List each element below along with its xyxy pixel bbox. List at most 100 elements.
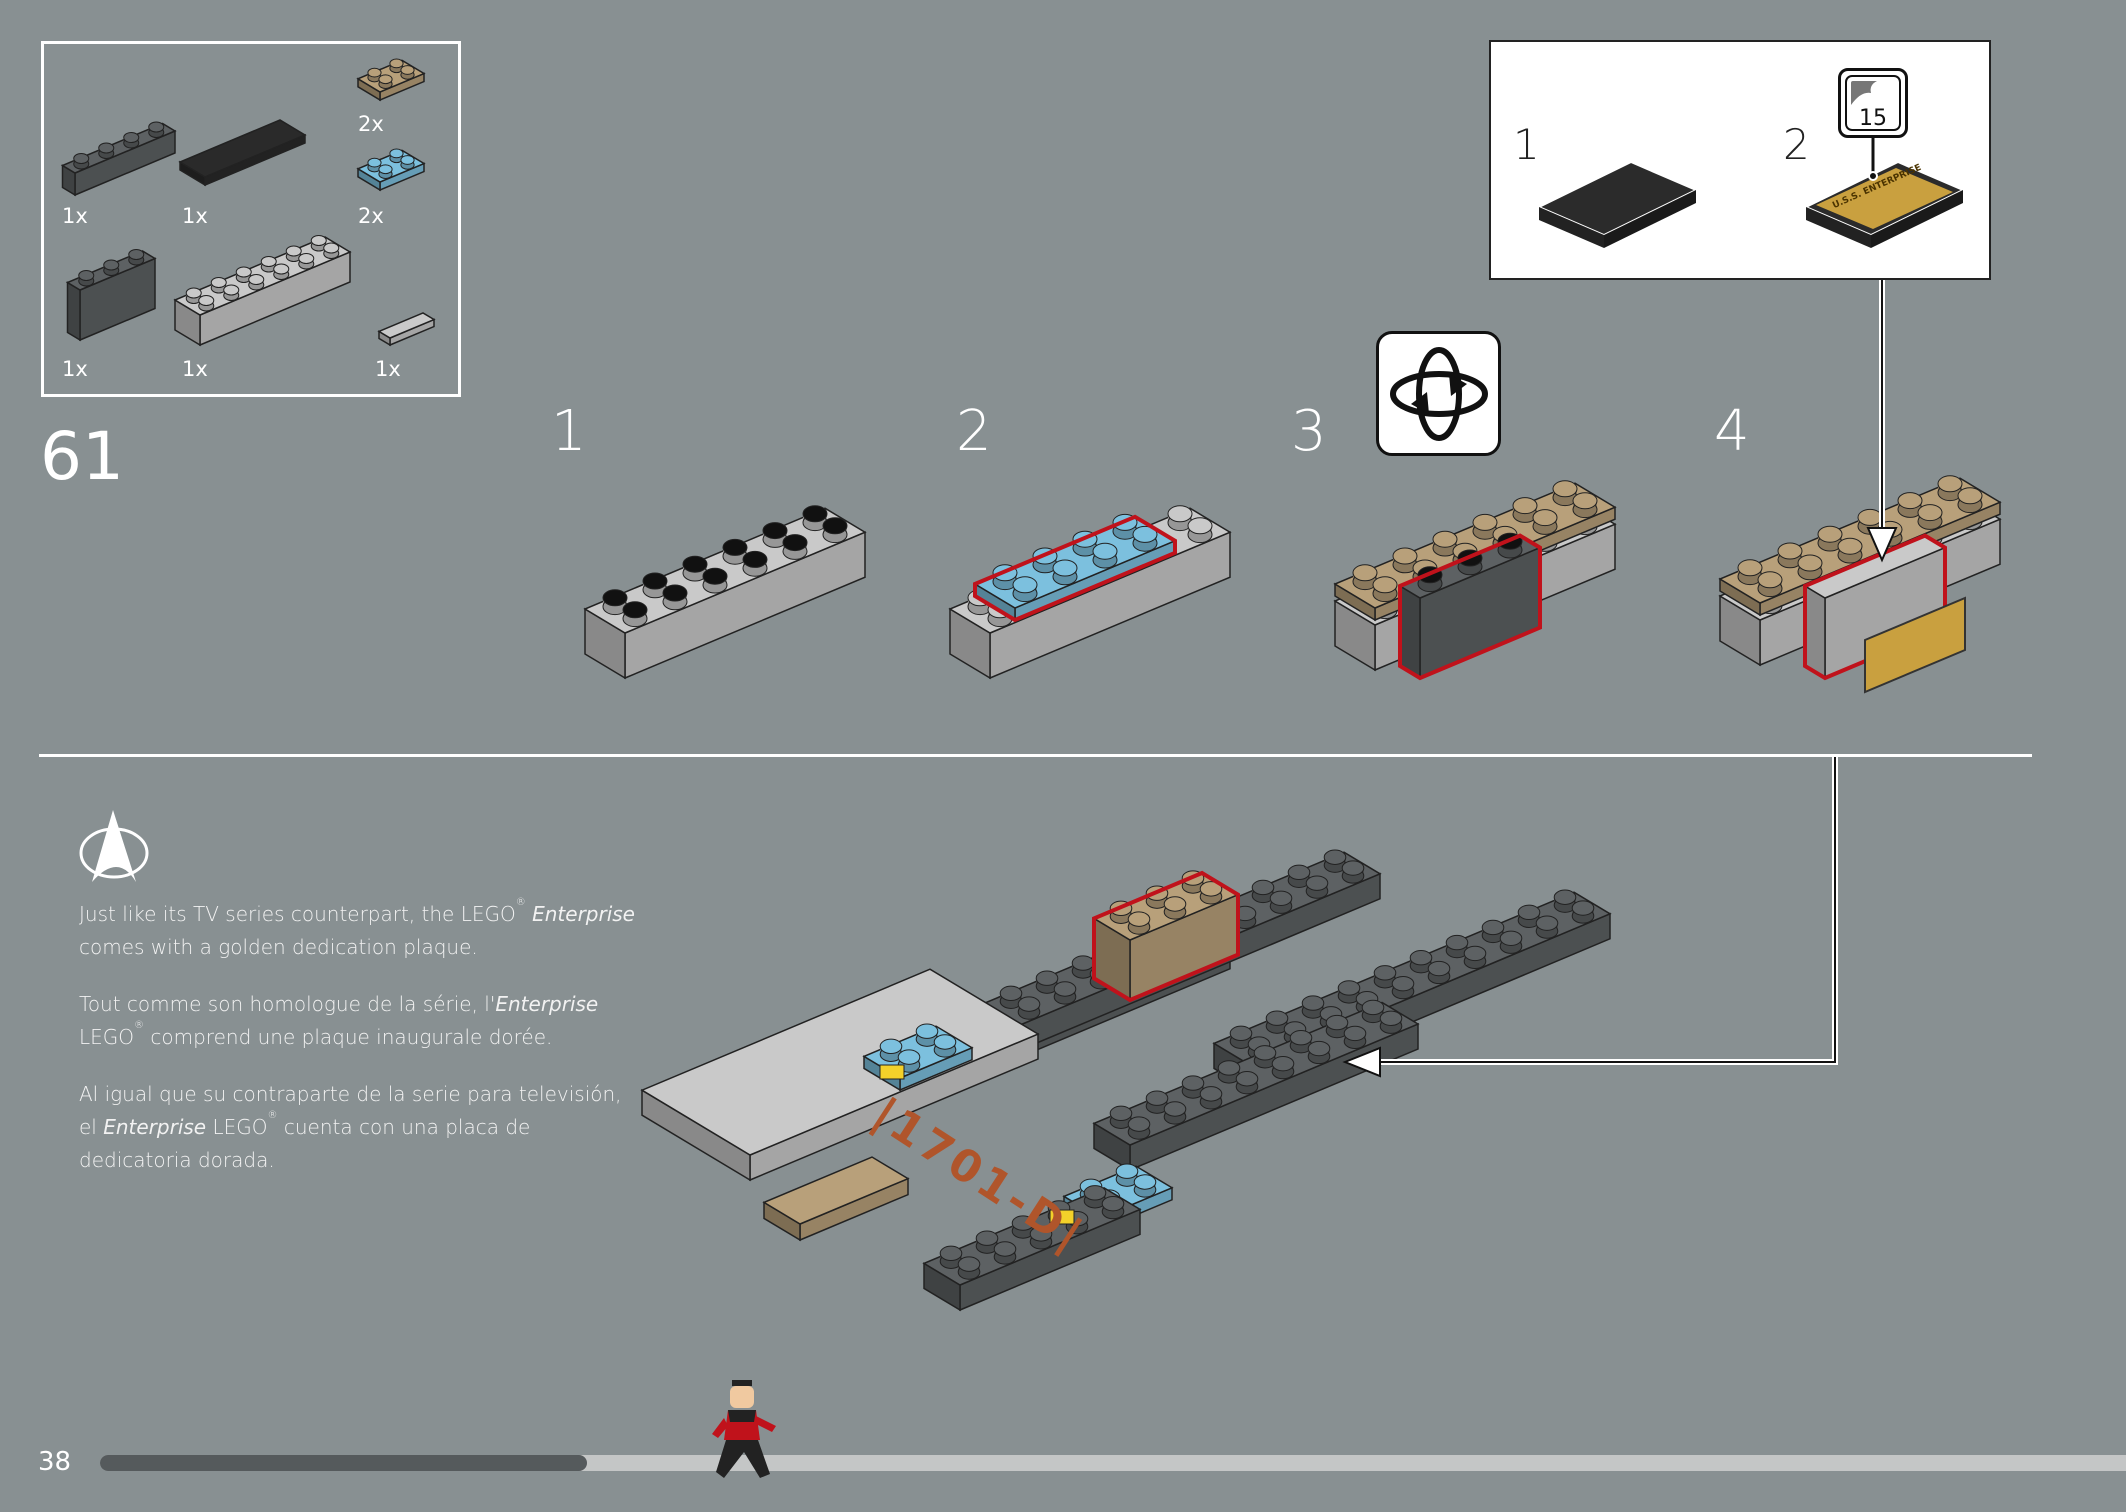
stud [602, 589, 628, 607]
callout-step-number: 1 [1513, 120, 1540, 169]
brick-face [60, 122, 177, 174]
substep-number: 1 [551, 399, 587, 464]
stud [1379, 1010, 1403, 1026]
part-tan-corner-plate [356, 58, 426, 102]
stud [1163, 1101, 1187, 1117]
stud [73, 153, 90, 164]
stud [1572, 492, 1598, 510]
brick-face [377, 312, 436, 339]
stud [248, 274, 265, 285]
substep-number: 3 [1291, 399, 1327, 464]
substep-number: 2 [956, 399, 992, 464]
info-french: Tout comme son homologue de la série, l'… [79, 992, 599, 1049]
stud [1167, 505, 1193, 523]
stud [1127, 911, 1151, 927]
stud [1109, 1105, 1133, 1122]
stud [1325, 1014, 1349, 1031]
stud [223, 284, 240, 296]
stud [1432, 530, 1458, 548]
stud [742, 550, 768, 568]
stud [285, 245, 302, 257]
connection-arrow [1360, 757, 1836, 1063]
model-tan-tile [762, 1156, 910, 1242]
stud [128, 249, 145, 260]
stud [210, 277, 227, 288]
stud [1145, 1090, 1169, 1106]
stud [273, 263, 290, 275]
part-blue-plate [356, 148, 426, 192]
stud [1235, 1071, 1259, 1087]
stud [148, 121, 165, 133]
stud [1035, 970, 1059, 986]
stud [1445, 934, 1469, 951]
stud [1352, 564, 1378, 582]
stud [389, 58, 404, 69]
sticker-sheet-badge: 15 [1838, 68, 1908, 138]
stud [662, 584, 688, 602]
new-part-highlight [973, 514, 1177, 623]
callout-step-number: 2 [1783, 120, 1810, 169]
brick-face [640, 968, 1040, 1156]
stud [1199, 881, 1223, 897]
part-dark-gray-bracket [65, 249, 157, 342]
stud [1287, 864, 1311, 881]
stud [1132, 525, 1158, 543]
brick-face [1399, 584, 1421, 680]
step-number: 61 [40, 418, 124, 495]
stud [975, 1230, 999, 1246]
stud [260, 256, 277, 267]
stud [1571, 900, 1595, 916]
stud [722, 538, 748, 556]
brick-face [178, 119, 307, 178]
stud [1532, 509, 1558, 527]
stud [1053, 981, 1077, 997]
part-qty: 1x [62, 204, 88, 228]
stud [1937, 475, 1963, 493]
stud [993, 1241, 1017, 1257]
model-new-subassembly [1092, 870, 1240, 1003]
stud [1817, 525, 1843, 543]
stud [802, 505, 828, 523]
stud [1737, 559, 1763, 577]
substep-number: 4 [1714, 399, 1750, 464]
stud [1301, 995, 1325, 1011]
stud [1797, 554, 1823, 572]
stud [298, 253, 315, 264]
stud [310, 235, 327, 246]
stud [367, 67, 382, 78]
stud [1512, 497, 1538, 515]
substep3-bracket [1398, 532, 1542, 681]
stud [999, 985, 1023, 1002]
part-light-gray-brick [173, 235, 352, 347]
stud [1392, 547, 1418, 565]
progress-bar [100, 1455, 2126, 1471]
stud [367, 157, 382, 168]
stud [642, 572, 668, 590]
stud [1052, 559, 1078, 577]
part-qty: 1x [62, 357, 88, 381]
stud [1917, 504, 1943, 522]
stud [1957, 487, 1983, 505]
stud [378, 164, 393, 175]
progress-bar-fill [100, 1455, 588, 1471]
rotate-model-icon [1376, 331, 1501, 456]
stud [1553, 889, 1577, 905]
stud [198, 295, 215, 306]
stud [1337, 980, 1361, 996]
stud [1012, 576, 1038, 594]
stud [762, 522, 788, 540]
yellow-tile [1049, 1209, 1075, 1225]
stud [879, 1038, 903, 1055]
stud [1187, 517, 1213, 535]
starfleet-delta-icon [78, 808, 150, 888]
substep2-blue-plates [973, 513, 1177, 623]
stud [957, 1256, 981, 1272]
yellow-tile [879, 1064, 905, 1080]
stud [1373, 965, 1397, 981]
stud [1115, 1163, 1139, 1179]
stud [123, 132, 140, 143]
info-english: Just like its TV series counterpart, the… [79, 897, 635, 960]
stud [1323, 849, 1347, 865]
part-qty: 1x [182, 204, 208, 228]
